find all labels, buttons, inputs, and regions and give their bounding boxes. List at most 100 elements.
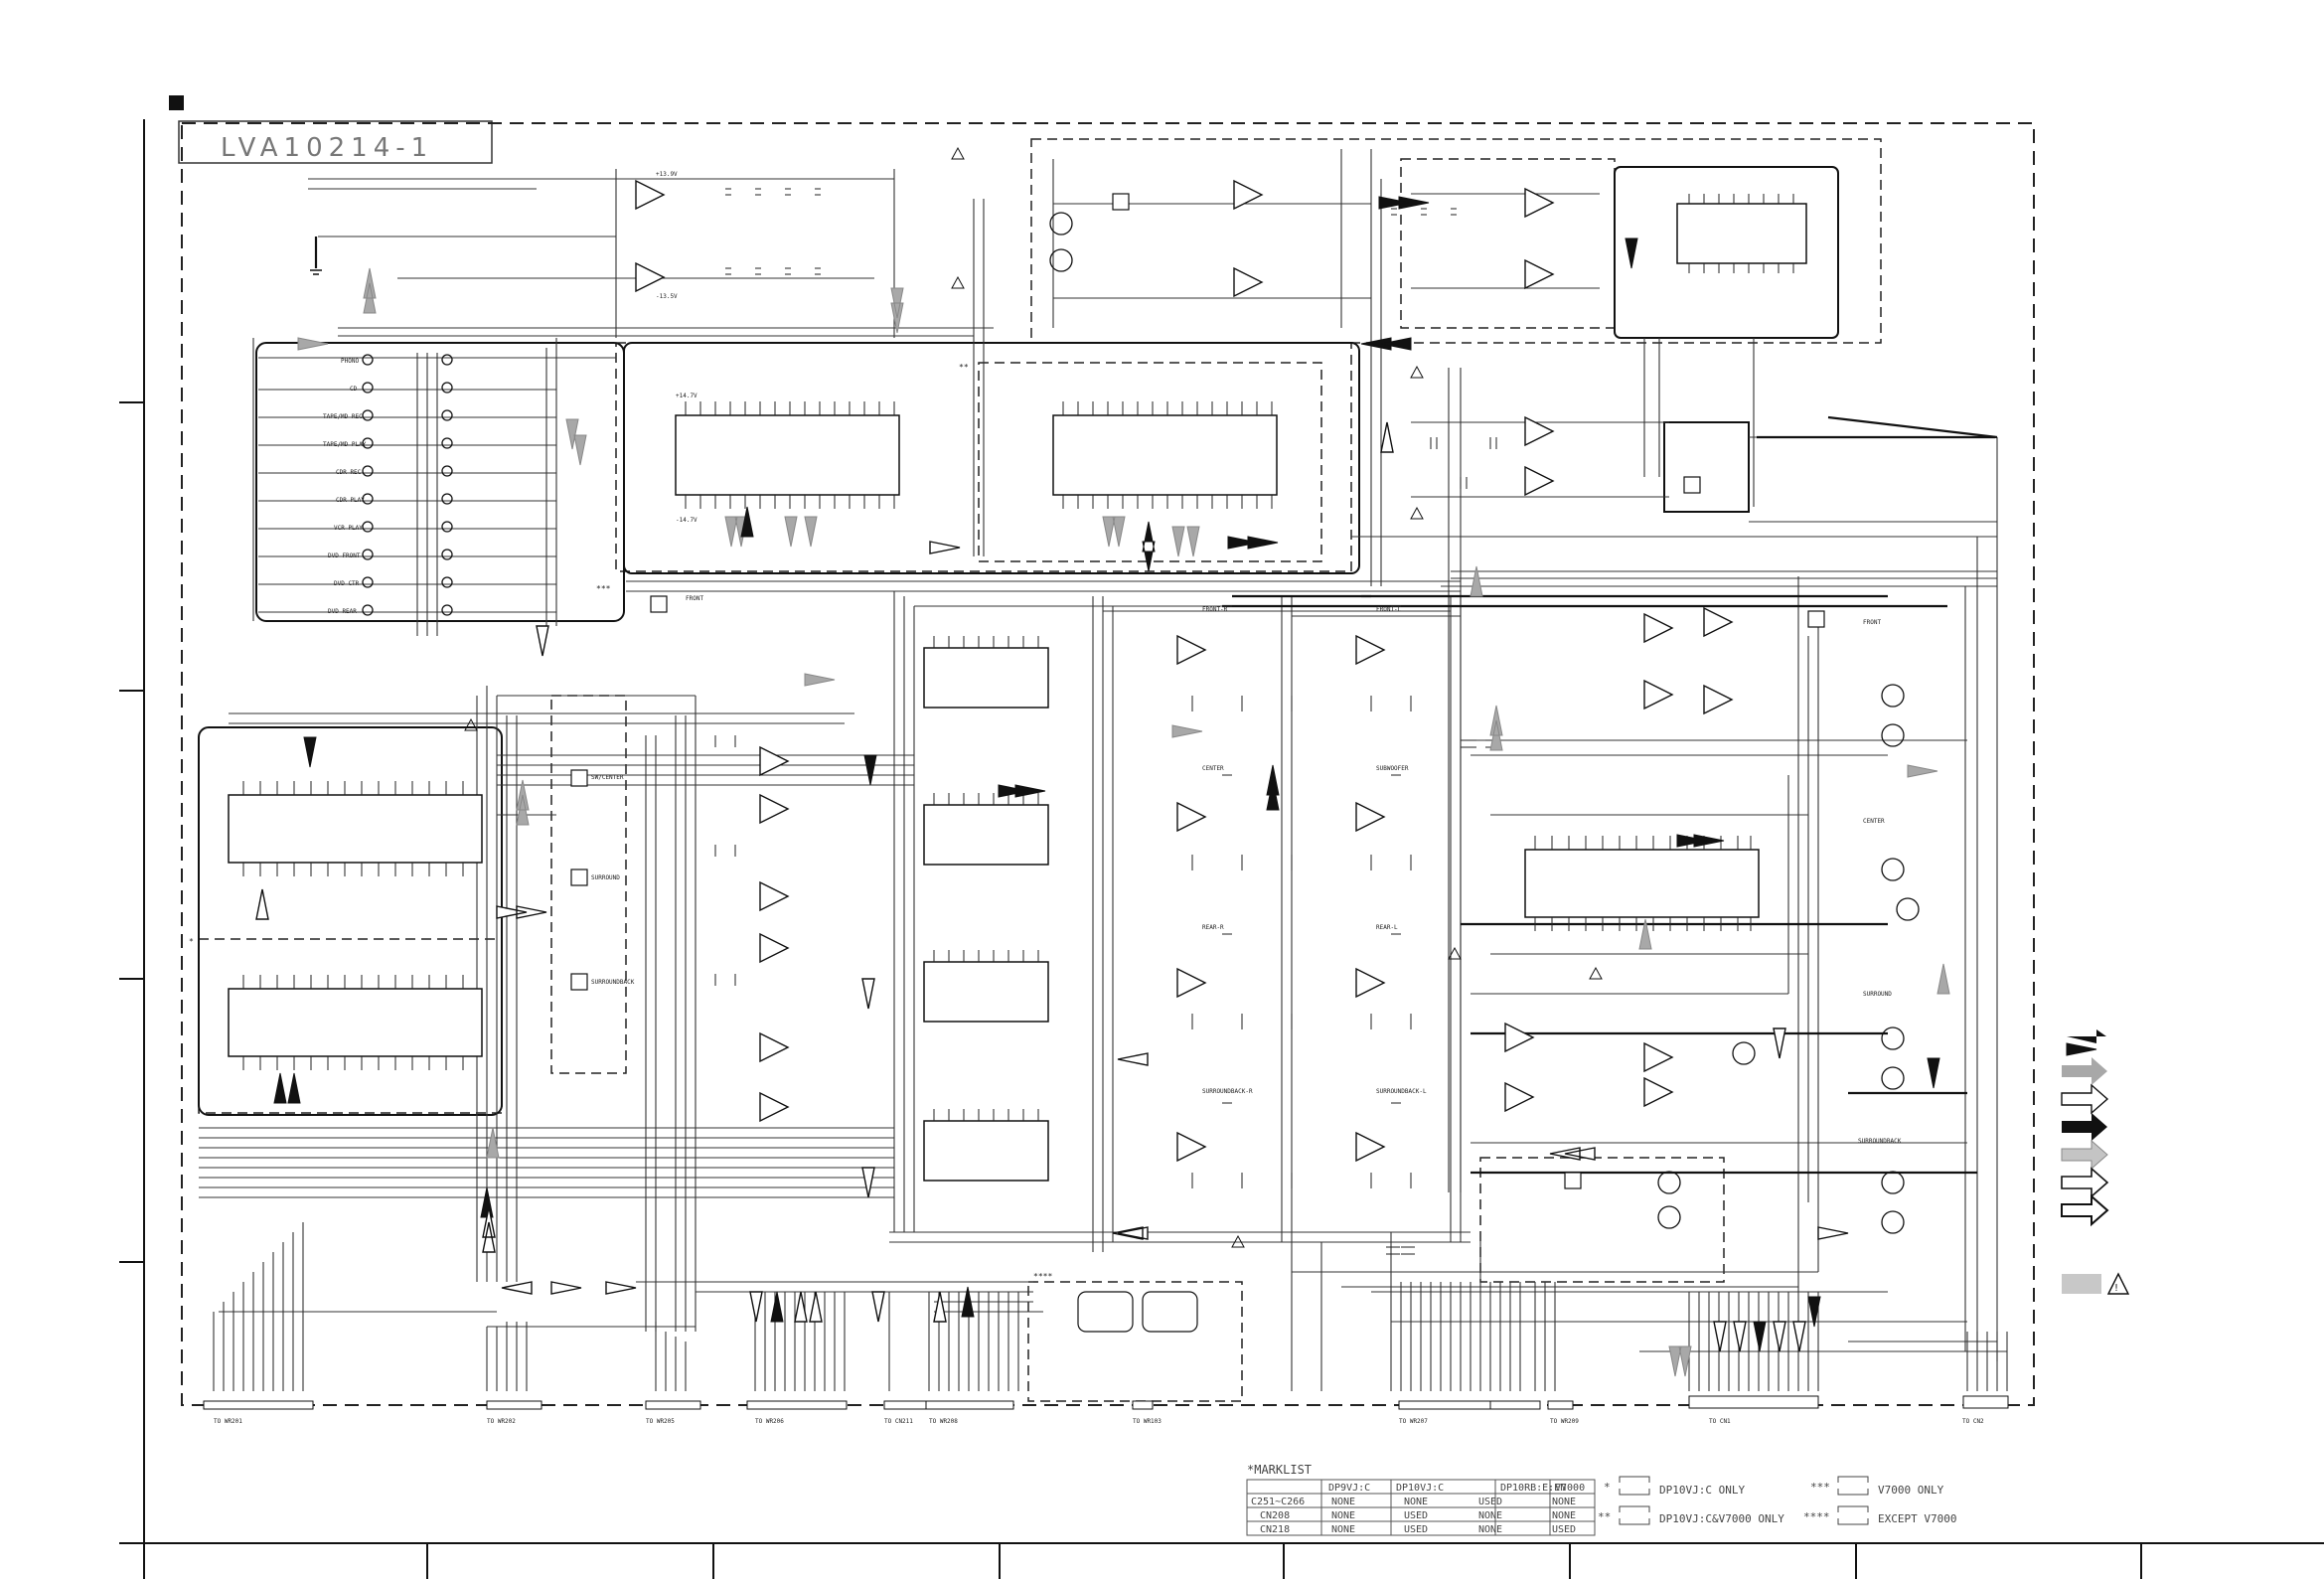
signal-arrows-black <box>273 196 2097 1352</box>
bottom-connectors <box>203 1395 2009 1410</box>
svg-text:NONE: NONE <box>1478 1524 1502 1535</box>
svg-text:NONE: NONE <box>1552 1497 1576 1507</box>
svg-text:DP10VJ:C: DP10VJ:C <box>1396 1483 1444 1494</box>
ic-input-selector-1 <box>675 414 900 496</box>
mark-list-grid <box>1246 1479 1596 1536</box>
svg-text:NONE: NONE <box>1404 1497 1428 1507</box>
svg-text:CENTER: CENTER <box>1202 765 1224 772</box>
svg-text:USED: USED <box>1404 1524 1428 1535</box>
svg-text:C251~C266: C251~C266 <box>1251 1497 1305 1507</box>
ic-pins <box>242 194 1794 1121</box>
svg-text:NONE: NONE <box>1552 1510 1576 1521</box>
rca-jacks <box>362 354 453 616</box>
svg-text:SUBWOOFER: SUBWOOFER <box>1376 765 1409 772</box>
ic-channel-2 <box>923 804 1049 866</box>
svg-text:TO WR205: TO WR205 <box>646 1418 675 1425</box>
region-marks: * ** *** **** <box>189 363 1052 1281</box>
svg-text:-13.5V: -13.5V <box>656 293 678 300</box>
svg-text:REAR-R: REAR-R <box>1202 924 1224 931</box>
ic-chips <box>228 203 1807 1182</box>
ic-volume-1 <box>228 794 483 864</box>
svg-text:SURROUND: SURROUND <box>1863 991 1892 998</box>
svg-text:FRONT: FRONT <box>686 595 703 602</box>
legend-notes: * DP10VJ:C ONLY ** DP10VJ:C&V7000 ONLY *… <box>1598 1476 1956 1525</box>
ic-tone <box>1524 849 1760 918</box>
legend-note-box <box>2062 1274 2101 1294</box>
svg-text:DVD REAR: DVD REAR <box>328 608 357 615</box>
input-labels: PHONO CD TAPE/MD REC TAPE/MD PLAY CDR RE… <box>323 358 367 615</box>
warning-triangle-icon <box>2106 1272 2130 1295</box>
svg-text:VCR PLAY: VCR PLAY <box>334 525 363 532</box>
mark-list-title: *MARKLIST <box>1247 1463 1312 1477</box>
svg-text:TO CN2: TO CN2 <box>1962 1418 1984 1425</box>
svg-text:TO CN1: TO CN1 <box>1709 1418 1731 1425</box>
ground-symbols <box>310 269 322 275</box>
svg-text:CN208: CN208 <box>1260 1510 1290 1521</box>
supply-labels: +13.9V -13.5V +14.7V -14.7V <box>656 171 697 524</box>
ic-input-selector-2 <box>1052 414 1278 496</box>
ic-channel-3 <box>923 961 1049 1023</box>
svg-text:EXCEPT V7000: EXCEPT V7000 <box>1878 1512 1956 1525</box>
svg-text:!: ! <box>2113 1283 2119 1294</box>
svg-text:DP10RB:E:EN: DP10RB:E:EN <box>1500 1483 1566 1494</box>
legend-arrow-solid-gray <box>2062 1057 2107 1085</box>
svg-text:FRONT-L: FRONT-L <box>1376 606 1402 613</box>
bus-outlines <box>198 166 1839 1116</box>
svg-text:V7000 ONLY: V7000 ONLY <box>1878 1484 1944 1497</box>
svg-text:SURROUNDBACK-R: SURROUNDBACK-R <box>1202 1088 1253 1095</box>
svg-text:DP9VJ:C: DP9VJ:C <box>1328 1483 1370 1494</box>
svg-text:DVD CTR: DVD CTR <box>334 580 360 587</box>
svg-text:CENTER: CENTER <box>1863 818 1885 825</box>
connector-labels: TO WR201 TO WR202 TO WR205 TO WR206 TO C… <box>214 1418 1984 1425</box>
op-amps <box>635 179 1734 1163</box>
svg-text:CN218: CN218 <box>1260 1524 1290 1535</box>
transistors <box>1049 212 1920 1234</box>
svg-text:DVD FRONT: DVD FRONT <box>328 553 361 559</box>
svg-text:TO WR206: TO WR206 <box>755 1418 784 1425</box>
svg-text:FRONT-R: FRONT-R <box>1202 606 1228 613</box>
svg-text:DP10VJ:C&V7000 ONLY: DP10VJ:C&V7000 ONLY <box>1659 1512 1784 1525</box>
ic-volume-2 <box>228 988 483 1057</box>
svg-text:USED: USED <box>1404 1510 1428 1521</box>
legend-arrow-outline-double <box>2061 1193 2109 1227</box>
ic-dsp <box>1676 203 1807 264</box>
ic-channel-1 <box>923 647 1049 709</box>
warning-triangles <box>464 146 1603 1248</box>
mark-list: *MARKLIST DP9VJ:C DP10VJ:C DP10RB:E:EN V… <box>1246 1463 1596 1536</box>
svg-text:CDR PLAY: CDR PLAY <box>336 497 365 504</box>
legend-arrow-double-solid <box>2062 1113 2107 1141</box>
svg-text:TO WR202: TO WR202 <box>487 1418 516 1425</box>
svg-text:NONE: NONE <box>1478 1510 1502 1521</box>
board-label-box: LVA10214-1 <box>178 120 493 164</box>
svg-text:TAPE/MD REC: TAPE/MD REC <box>323 413 363 420</box>
signal-legend: ! <box>2061 1029 2130 1295</box>
svg-text:TO CN211: TO CN211 <box>884 1418 913 1425</box>
ic-channel-4 <box>923 1120 1049 1182</box>
passive-components <box>714 188 1501 1255</box>
svg-text:**: ** <box>1598 1510 1611 1523</box>
svg-text:TAPE/MD PLAY: TAPE/MD PLAY <box>323 441 367 448</box>
svg-text:REAR-L: REAR-L <box>1376 924 1398 931</box>
svg-text:+14.7V: +14.7V <box>676 393 697 399</box>
svg-text:TO WR208: TO WR208 <box>929 1418 958 1425</box>
svg-text:SURROUNDBACK: SURROUNDBACK <box>1858 1138 1902 1145</box>
legend-arrow-solid-black <box>2067 1029 2106 1043</box>
svg-text:*: * <box>1604 1481 1611 1494</box>
svg-text:***: *** <box>1810 1481 1830 1494</box>
sheet-frame <box>119 119 2324 1579</box>
svg-text:TO WR207: TO WR207 <box>1399 1418 1428 1425</box>
svg-text:SURROUNDBACK-L: SURROUNDBACK-L <box>1376 1088 1427 1095</box>
legend-arrow-double-outline <box>2061 1167 2109 1198</box>
svg-text:NONE: NONE <box>1331 1497 1355 1507</box>
svg-text:SURROUNDBACK: SURROUNDBACK <box>591 979 635 986</box>
board-label: LVA10214-1 <box>221 133 433 163</box>
svg-text:SURROUND: SURROUND <box>591 874 620 881</box>
svg-text:***: *** <box>596 584 611 593</box>
svg-text:-14.7V: -14.7V <box>676 517 697 524</box>
svg-text:****: **** <box>1803 1510 1830 1523</box>
svg-text:USED: USED <box>1478 1497 1502 1507</box>
block-labels: FRONT FRONT-R FRONT-L CENTER SUBWOOFER R… <box>591 595 1902 1145</box>
relays <box>570 193 1825 1333</box>
svg-text:FRONT: FRONT <box>1863 619 1881 626</box>
